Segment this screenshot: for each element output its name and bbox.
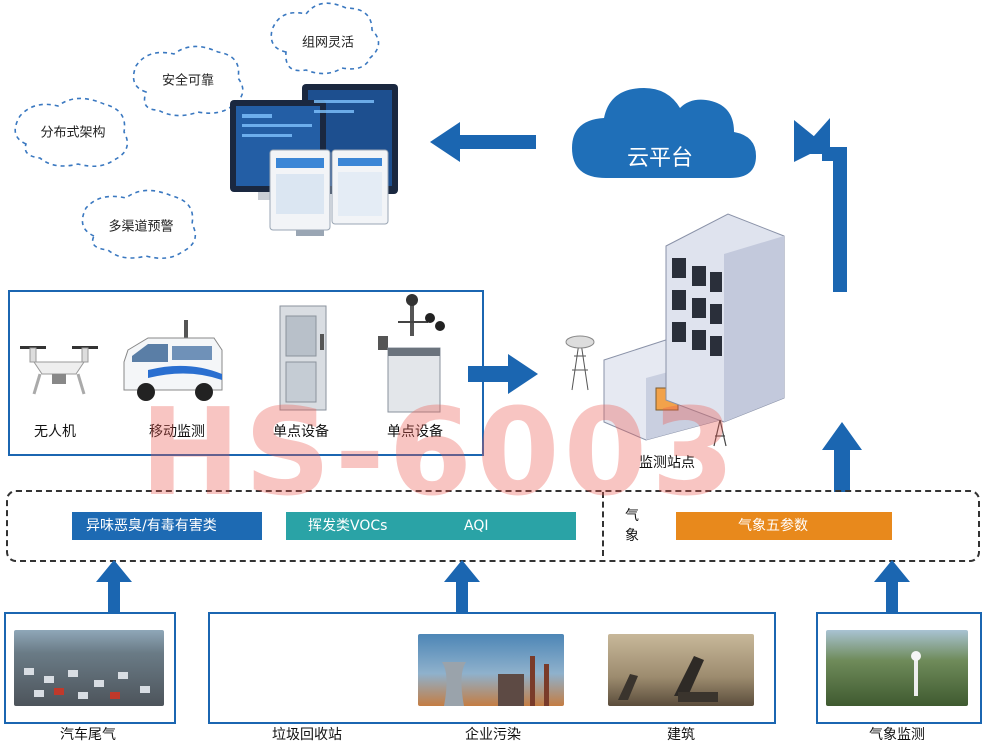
arrow-left-icon	[430, 122, 536, 162]
param-odor: 异味恶臭/有毒有害类	[72, 512, 262, 540]
monitoring-van-icon	[123, 320, 223, 401]
industry-photo	[418, 634, 564, 706]
feature-multichannel: 多渠道预警	[80, 210, 202, 240]
cloud-platform-label: 云平台	[626, 146, 693, 171]
monitoring-cabinet-icon	[279, 305, 327, 411]
source-meteorology-label: 气象监测	[869, 727, 925, 743]
feature-distributed: 分布式架构	[12, 116, 134, 146]
device-label-single-1: 单点设备	[273, 424, 329, 440]
param-weather: 气象五参数	[676, 512, 892, 540]
single-point-station-icon	[378, 294, 445, 413]
bubble-multichannel-shape	[81, 189, 197, 260]
feature-multichannel-text: 多渠道预警	[108, 219, 174, 235]
param-weather-side: 气 象	[625, 508, 639, 544]
arrow-up-traffic-icon	[96, 560, 132, 612]
traffic-photo	[14, 630, 164, 706]
param-aqi: AQI	[428, 512, 576, 540]
arrow-up-icon	[822, 422, 862, 492]
source-traffic-label: 汽车尾气	[60, 727, 116, 743]
device-label-mobile: 移动监测	[149, 424, 205, 440]
dashboard-monitors-illustration	[230, 84, 398, 236]
monitoring-station-icon	[565, 213, 785, 447]
device-label-drone: 无人机	[34, 424, 76, 440]
watermark: HS-6003	[140, 384, 739, 523]
arrow-up-corner-icon	[794, 118, 847, 292]
device-label-single-2: 单点设备	[387, 424, 443, 440]
feature-secure-text: 安全可靠	[161, 73, 214, 89]
bubble-secure-shape	[132, 45, 244, 117]
source-waste-label: 垃圾回收站	[272, 727, 342, 743]
arrow-up-weather-icon	[874, 560, 910, 612]
arrow-right-icon	[468, 354, 538, 394]
feature-distributed-text: 分布式架构	[40, 125, 106, 141]
bubble-distributed-shape	[14, 97, 129, 168]
drone-icon	[20, 346, 98, 395]
parameters-band	[6, 490, 980, 562]
parameters-divider	[602, 492, 604, 556]
cloud-platform-icon	[572, 88, 756, 178]
bubble-networking-shape	[270, 2, 380, 75]
feature-networking-text: 组网灵活	[301, 35, 354, 51]
construction-photo	[608, 634, 754, 706]
source-construction-label: 建筑	[667, 727, 695, 743]
arrow-up-industry-icon	[444, 560, 480, 612]
source-industry-label: 企业污染	[465, 727, 521, 743]
station-label: 监测站点	[639, 455, 695, 471]
feature-secure: 安全可靠	[132, 64, 244, 94]
feature-bubbles	[14, 2, 380, 260]
feature-networking: 组网灵活	[272, 26, 384, 56]
param-vocs: 挥发类VOCs	[286, 512, 428, 540]
meteorology-photo	[826, 630, 968, 706]
